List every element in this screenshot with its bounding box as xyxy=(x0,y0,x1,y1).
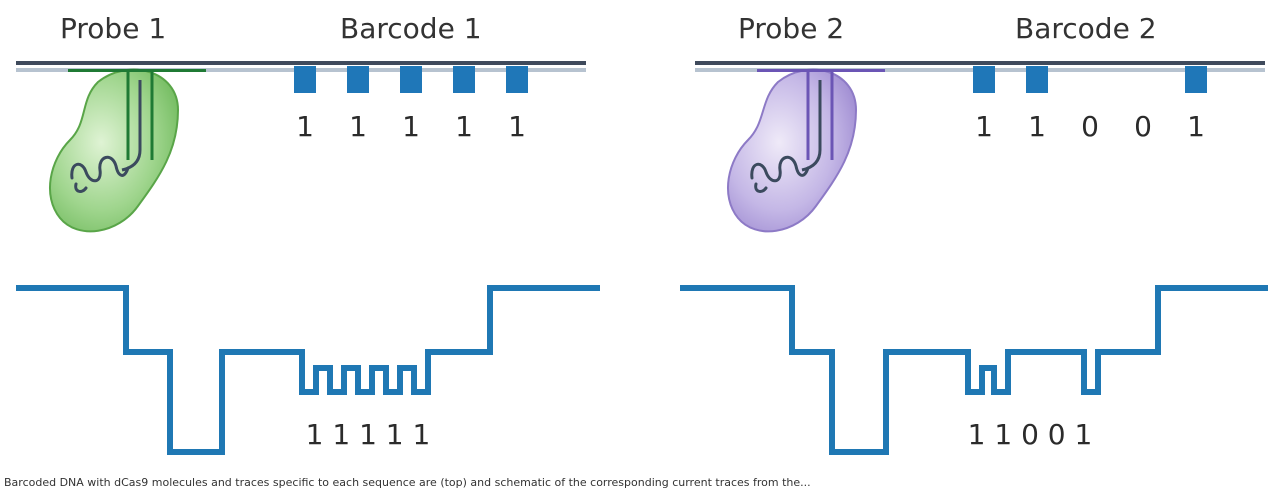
barcode-block xyxy=(1026,66,1048,93)
bit-digit: 1 xyxy=(349,110,367,143)
panel-1: Probe 1 Barcode 1 xyxy=(16,12,600,455)
barcode-block xyxy=(400,66,422,93)
dcas9-probe-2-molecule xyxy=(726,68,885,233)
bit-digit: 0 xyxy=(1134,110,1152,143)
bit-digit: 1 xyxy=(975,110,993,143)
barcode-block xyxy=(506,66,528,93)
bit-digit: 0 xyxy=(1081,110,1099,143)
barcode-2-label: Barcode 2 xyxy=(1015,12,1157,45)
probe-2-label: Probe 2 xyxy=(738,12,844,45)
trace-1-bits: 1 1 1 1 1 xyxy=(306,418,431,451)
barcode-block xyxy=(294,66,316,93)
dcas9-probe-1-molecule xyxy=(48,68,206,233)
bit-digit: 1 xyxy=(402,110,420,143)
probe-1-label: Probe 1 xyxy=(60,12,166,45)
panel-2: Probe 2 Barcode 2 1 1 0 0 xyxy=(680,12,1268,455)
bit-digit: 1 xyxy=(508,110,526,143)
current-trace-2 xyxy=(680,285,1268,455)
barcode-1-bits: 1 1 1 1 1 xyxy=(296,110,526,143)
barcode-2-blocks xyxy=(973,66,1207,93)
bit-digit: 1 xyxy=(296,110,314,143)
barcode-1-label: Barcode 1 xyxy=(340,12,482,45)
barcode-block xyxy=(973,66,995,93)
bit-digit: 1 xyxy=(455,110,473,143)
barcode-block xyxy=(1185,66,1207,93)
barcode-1-blocks xyxy=(294,66,528,93)
barcode-block xyxy=(347,66,369,93)
bit-digit: 1 xyxy=(1028,110,1046,143)
trace-2-bits: 1 1 0 0 1 xyxy=(968,418,1093,451)
bit-digit: 1 xyxy=(1187,110,1205,143)
figure-caption: Barcoded DNA with dCas9 molecules and tr… xyxy=(4,476,811,489)
current-trace-1 xyxy=(16,285,600,455)
barcode-2-bits: 1 1 0 0 1 xyxy=(975,110,1205,143)
barcode-block xyxy=(453,66,475,93)
